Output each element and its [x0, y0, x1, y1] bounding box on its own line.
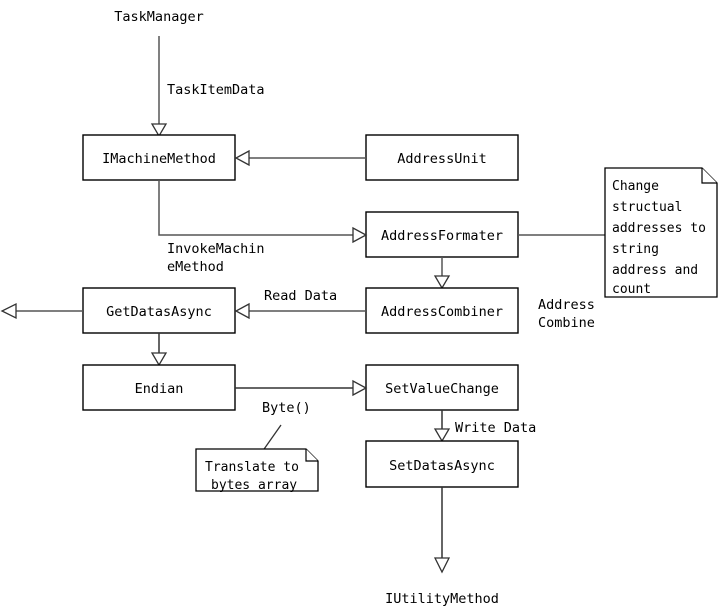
node-addressformater[interactable]: AddressFormater — [365, 211, 519, 258]
node-addressunit[interactable]: AddressUnit — [365, 134, 519, 181]
annotation-address-combine-line2: Combine — [538, 315, 595, 331]
edge-setdatasasync-to-iutilitymethod — [433, 487, 451, 574]
node-label-setvaluechange: SetValueChange — [385, 381, 499, 397]
edge-label-taskitemdata: TaskItemData — [167, 82, 265, 98]
note-address-change: Change structual addresses to string add… — [604, 167, 718, 298]
node-label-iutilitymethod: IUtilityMethod — [385, 591, 499, 607]
node-getdatasasync[interactable]: GetDatasAsync — [82, 287, 236, 334]
edge-endian-to-setvaluechange — [235, 379, 368, 397]
arrowhead-down-icon — [433, 557, 451, 574]
node-setvaluechange[interactable]: SetValueChange — [365, 364, 519, 411]
node-setdatasasync[interactable]: SetDatasAsync — [365, 440, 519, 488]
note-line: Change — [612, 179, 659, 194]
node-label-imachinemethod: IMachineMethod — [102, 151, 216, 167]
arrowhead-down-icon — [150, 123, 168, 138]
edge-label-invokemachinemethod-line1: InvokeMachin — [167, 241, 265, 257]
note-line: Translate to — [205, 460, 299, 475]
node-imachinemethod[interactable]: IMachineMethod — [82, 134, 236, 181]
node-endian[interactable]: Endian — [82, 364, 236, 411]
edge-addressunit-to-imachinemethod — [234, 149, 366, 167]
note-line: addresses to — [612, 221, 706, 236]
node-label-addressformater: AddressFormater — [381, 228, 503, 244]
leader-line-byte-to-note — [261, 424, 282, 453]
note-line: count — [612, 282, 651, 297]
arrowhead-right-icon — [352, 379, 368, 397]
node-label-addressunit: AddressUnit — [397, 151, 486, 167]
edge-imachinemethod-to-addressformater — [158, 180, 368, 244]
note-line: address and — [612, 263, 698, 278]
arrowhead-right-icon — [352, 226, 368, 244]
node-label-endian: Endian — [135, 381, 184, 397]
edge-label-byte-call: Byte() — [262, 400, 311, 416]
node-label-addresscombiner: AddressCombiner — [381, 304, 503, 320]
node-label-getdatasasync: GetDatasAsync — [106, 304, 212, 320]
node-label-taskmanager: TaskManager — [114, 9, 203, 25]
edge-taskmanager-to-imachinemethod — [150, 36, 168, 138]
node-label-setdatasasync: SetDatasAsync — [389, 458, 495, 474]
note-line: structual — [612, 200, 682, 215]
edge-label-write-data: Write Data — [455, 420, 536, 436]
arrowhead-left-icon — [234, 302, 250, 320]
arrowhead-down-icon — [433, 275, 451, 290]
arrowhead-left-icon — [234, 149, 250, 167]
arrowhead-down-icon — [150, 352, 168, 367]
note-line: string — [612, 242, 659, 257]
edge-setvaluechange-to-setdatasasync — [433, 410, 451, 443]
note-line: bytes array — [211, 478, 297, 493]
arrowhead-left-icon — [0, 302, 17, 320]
edge-label-invokemachinemethod-line2: eMethod — [167, 259, 224, 275]
node-addresscombiner[interactable]: AddressCombiner — [365, 287, 519, 334]
annotation-address-combine-line1: Address — [538, 297, 595, 313]
edge-label-read-data: Read Data — [264, 288, 337, 304]
edge-getdatasasync-to-endian — [150, 333, 168, 367]
edge-addresscombiner-to-getdatasasync — [234, 302, 366, 320]
arrowhead-down-icon — [433, 428, 451, 443]
edge-addressformater-to-addresscombiner — [433, 257, 451, 290]
note-translate-bytes: Translate to bytes array — [195, 448, 319, 493]
edge-getdatasasync-to-external-left — [0, 302, 83, 320]
